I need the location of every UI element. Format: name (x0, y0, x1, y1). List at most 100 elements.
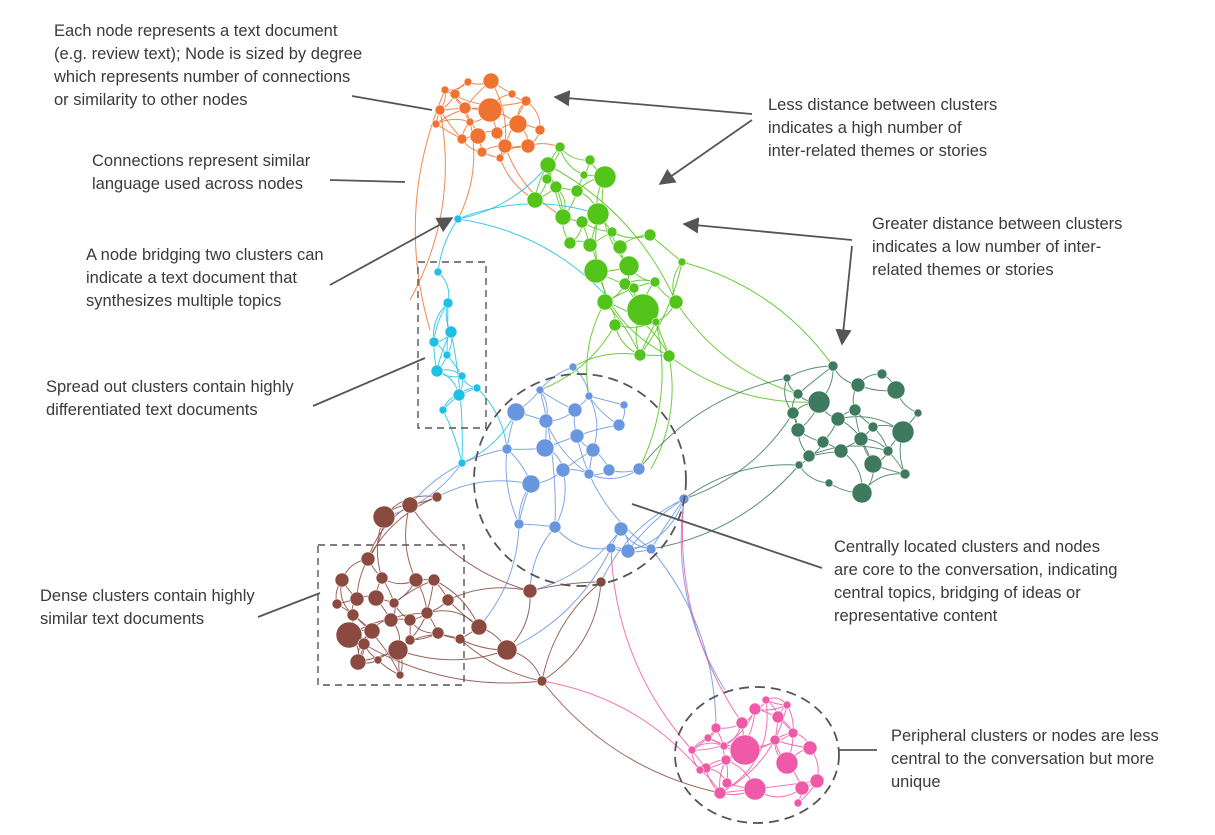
blue-node (522, 475, 540, 493)
arrow-less-distance-2 (660, 120, 752, 184)
cyan-node (458, 459, 466, 467)
green-node (613, 240, 627, 254)
teal-node (791, 423, 805, 437)
pink-node (749, 703, 761, 715)
pink-node (736, 717, 748, 729)
brown-node (368, 590, 384, 606)
blue-node (570, 429, 584, 443)
edge (542, 582, 601, 681)
pink-node (803, 741, 817, 755)
green-node (644, 229, 656, 241)
blue-node (536, 439, 554, 457)
pink-node (810, 774, 824, 788)
teal-node (803, 450, 815, 462)
brown-node (596, 577, 606, 587)
pink-node (744, 778, 766, 800)
teal-node (795, 461, 803, 469)
pink-node (794, 799, 802, 807)
cyan-node (443, 351, 451, 359)
brown-node (350, 592, 364, 606)
greater-distance-annotation: Greater distance between clusters indica… (872, 213, 1122, 282)
brown-node (389, 598, 399, 608)
orange-node (496, 154, 504, 162)
blue-node (536, 386, 544, 394)
orange-node (435, 105, 445, 115)
green-node (669, 295, 683, 309)
bridge-edge (530, 529, 621, 591)
edge (555, 527, 611, 549)
blue-node (586, 443, 600, 457)
blue-node (569, 363, 577, 371)
blue-node (621, 544, 635, 558)
teal-node (852, 483, 872, 503)
brown-node (432, 492, 442, 502)
teal-node (851, 378, 865, 392)
blue-node (633, 463, 645, 475)
green-node (650, 277, 660, 287)
bridge-edge (434, 580, 479, 627)
bridge-edge (410, 449, 507, 505)
bridge-edge (542, 681, 700, 770)
orange-node (441, 86, 449, 94)
dense-annotation: Dense clusters contain highly similar te… (40, 585, 255, 631)
teal-node (808, 391, 830, 413)
edge (443, 410, 462, 463)
green-node (527, 192, 543, 208)
green-node (564, 237, 576, 249)
bridge-edge (601, 499, 684, 582)
edge (799, 465, 829, 483)
arrow-bridging (330, 218, 452, 285)
orange-node (508, 90, 516, 98)
edge (651, 499, 684, 549)
bridge-edge (587, 302, 605, 396)
cyan-node (431, 365, 443, 377)
brown-node (537, 676, 547, 686)
edge (589, 396, 597, 450)
green-node (652, 318, 660, 326)
cyan-node (458, 372, 466, 380)
brown-node (388, 640, 408, 660)
brown-node (350, 654, 366, 670)
bridge-edge (651, 465, 799, 549)
blue-node (514, 519, 524, 529)
blue-node (646, 544, 656, 554)
orange-node (521, 139, 535, 153)
brown-node (361, 552, 375, 566)
brown-node (523, 584, 537, 598)
orange-node (521, 96, 531, 106)
arrow-greater-distance-2 (842, 246, 852, 344)
pink-node (776, 752, 798, 774)
pink-node (762, 696, 770, 704)
peripheral-annotation: Peripheral clusters or nodes are less ce… (891, 725, 1159, 794)
brown-node (364, 623, 380, 639)
green-node (571, 185, 583, 197)
spread-annotation: Spread out clusters contain highly diffe… (46, 376, 294, 422)
bridge-edge (458, 204, 598, 219)
green-node (678, 258, 686, 266)
green-node (607, 227, 617, 237)
brown-node (471, 619, 487, 635)
green-node (634, 349, 646, 361)
teal-node (914, 409, 922, 417)
blue-node (502, 444, 512, 454)
cyan-node (453, 389, 465, 401)
edge (787, 366, 833, 378)
pink-node (721, 755, 731, 765)
green-node (585, 155, 595, 165)
green-node (542, 174, 552, 184)
brown-node (384, 613, 398, 627)
teal-node (900, 469, 910, 479)
brown-node (405, 635, 415, 645)
pink-node (788, 728, 798, 738)
highlight-frames (318, 262, 839, 823)
orange-node (535, 125, 545, 135)
green-node (576, 216, 588, 228)
edge (406, 505, 416, 580)
orange-node (457, 134, 467, 144)
blue-node (603, 464, 615, 476)
edge (448, 588, 530, 600)
pink-node (688, 746, 696, 754)
bridging-annotation: A node bridging two clusters can indicat… (86, 244, 324, 313)
bridge-edge (398, 650, 507, 660)
blue-node (549, 521, 561, 533)
